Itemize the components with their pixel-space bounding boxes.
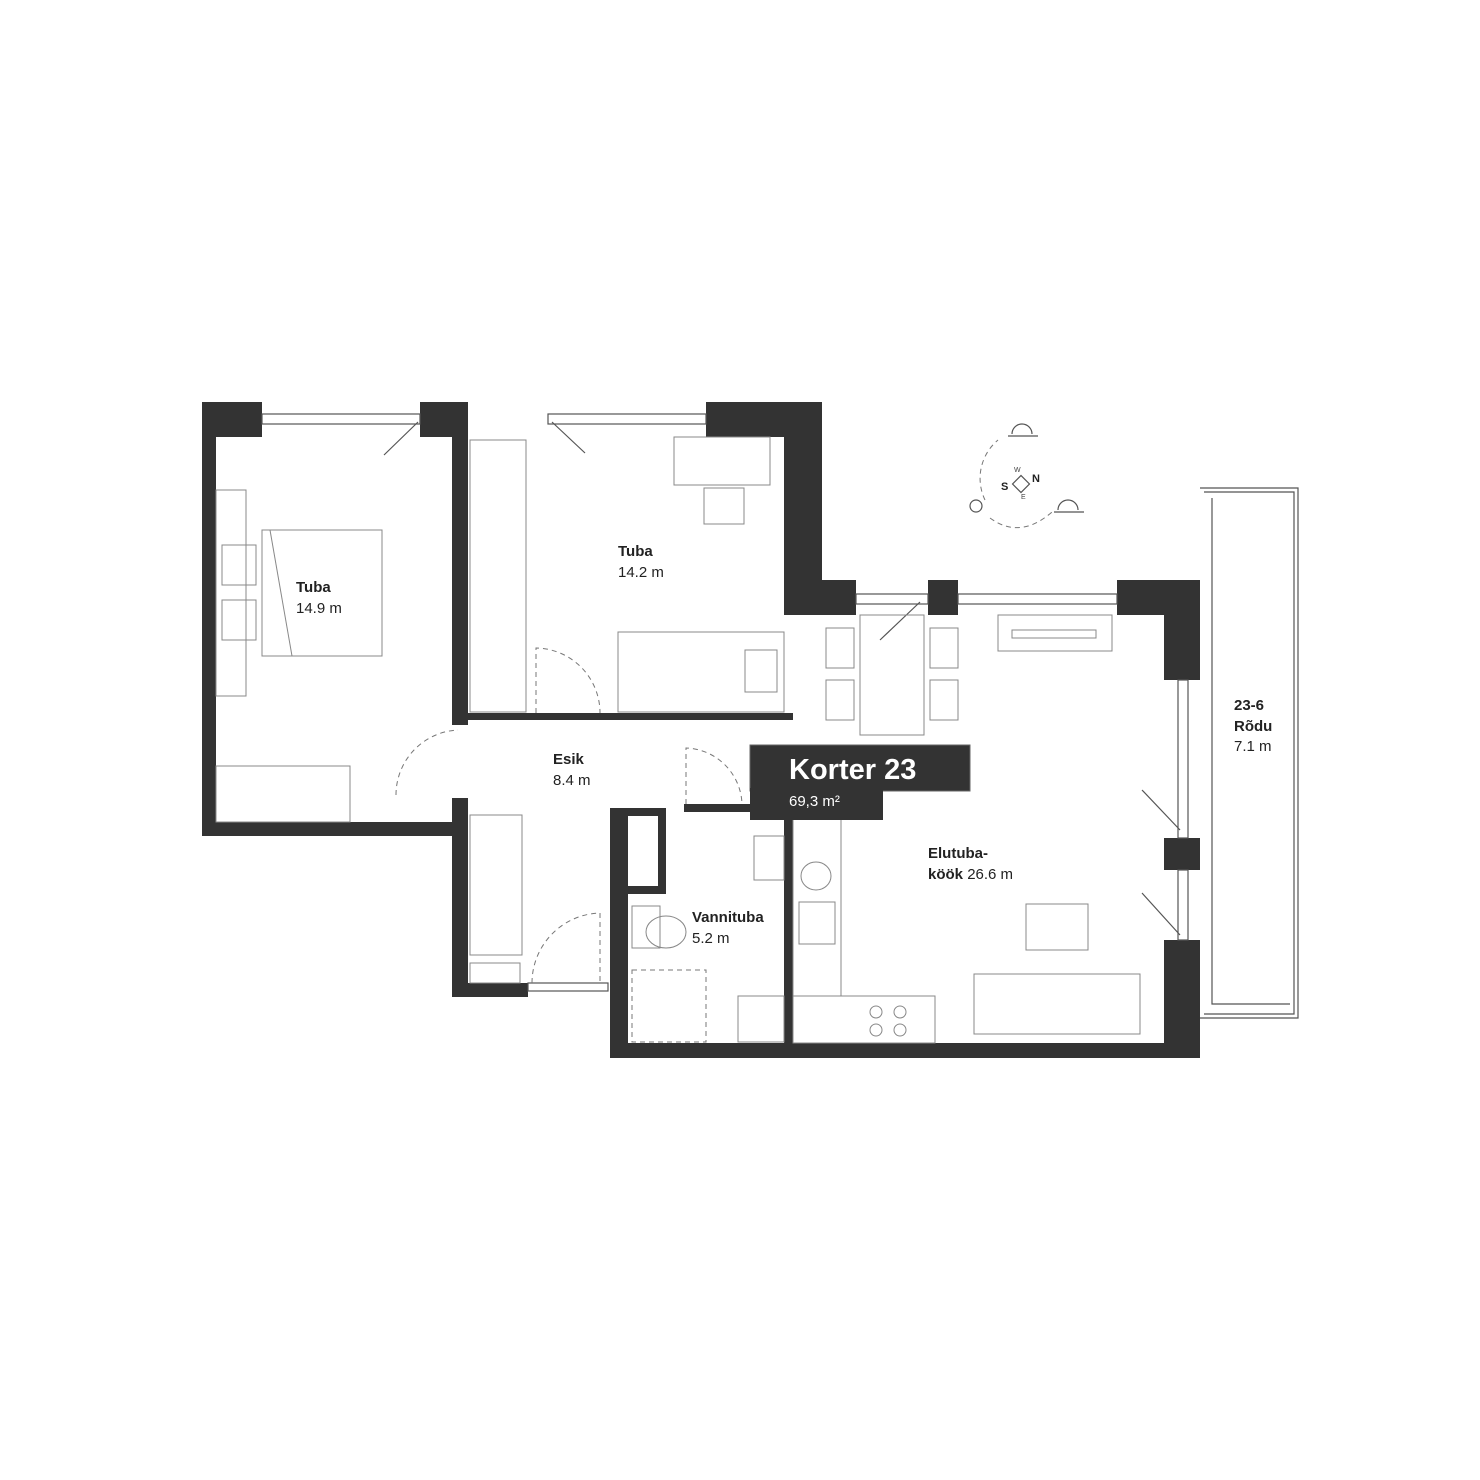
windows: [261, 413, 1189, 992]
room-area: 26.6 m: [967, 866, 1013, 883]
room-name: Elutuba-: [928, 845, 988, 862]
room-name: Esik: [553, 751, 585, 768]
compass-n: N: [1032, 473, 1040, 485]
room-area: 14.2 m: [618, 564, 664, 581]
room-area: 7.1 m: [1234, 738, 1272, 755]
room-name: Tuba: [296, 579, 331, 596]
apartment-title: Korter 23: [789, 754, 916, 786]
room-labels: Tuba 14.9 m Tuba 14.2 m Esik 8.4 m Vanni…: [296, 543, 1272, 947]
compass-s: S: [1001, 481, 1008, 493]
compass-w: W: [1014, 467, 1021, 474]
compass-e: E: [1021, 494, 1026, 501]
balcony: [1200, 487, 1299, 1019]
room-name: Tuba: [618, 543, 653, 560]
apartment-badge: Korter 23 69,3 m²: [749, 744, 971, 820]
apartment-area: 69,3 m²: [789, 793, 840, 810]
balcony-id: 23-6: [1234, 697, 1264, 714]
room-name-2: köök: [928, 866, 964, 883]
room-area: 14.9 m: [296, 600, 342, 617]
compass-icon: S N W E: [969, 423, 1084, 529]
doors: [395, 647, 743, 984]
room-area: 5.2 m: [692, 930, 730, 947]
room-name: Rõdu: [1234, 718, 1272, 735]
furniture: [215, 436, 1141, 1044]
walls: [202, 402, 1200, 1058]
room-name-area: köök 26.6 m: [928, 866, 1013, 883]
room-area: 8.4 m: [553, 772, 591, 789]
room-name: Vannituba: [692, 909, 764, 926]
